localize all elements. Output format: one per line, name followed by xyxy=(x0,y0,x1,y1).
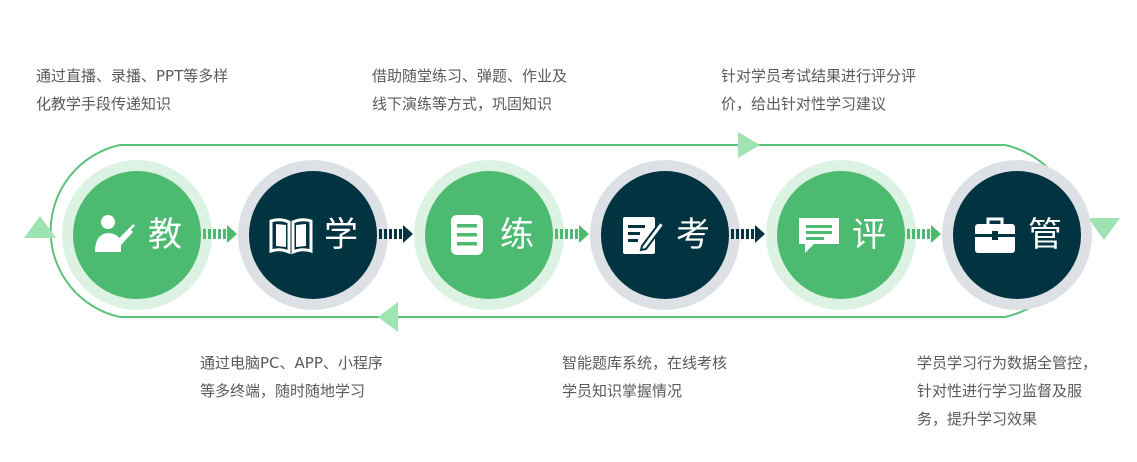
stage-label: 学 xyxy=(324,215,358,255)
note-line: 价，给出针对性学习建议 xyxy=(721,95,887,113)
note-line: 通过电脑PC、APP、小程序 xyxy=(200,354,383,372)
connector-arrow xyxy=(379,225,413,243)
comment-bubble-icon xyxy=(796,212,842,258)
note-line: 学员知识掌握情况 xyxy=(562,382,683,400)
stage-manage: 管 xyxy=(942,160,1092,310)
document-lines-icon xyxy=(444,212,490,258)
stage-learn: 学 xyxy=(238,160,388,310)
note-line: 等多终端，随时随地学习 xyxy=(200,382,366,400)
stage-teach: 教 xyxy=(62,160,212,310)
note-line: 务，提升学习效果 xyxy=(917,410,1038,428)
note-line: 针对性进行学习监督及服 xyxy=(917,382,1083,400)
connector-arrow xyxy=(907,225,941,243)
note-line: 线下演练等方式，巩固知识 xyxy=(372,95,553,113)
note-line: 智能题库系统，在线考核 xyxy=(562,354,728,372)
stage-evaluate: 评 xyxy=(766,160,916,310)
exam-pencil-icon xyxy=(620,212,666,258)
stage-label: 考 xyxy=(676,215,710,255)
note-line: 化教学手段传递知识 xyxy=(36,95,172,113)
note-teach: 通过直播、录播、PPT等多样 化教学手段传递知识 xyxy=(36,62,228,118)
note-learn: 通过电脑PC、APP、小程序 等多终端，随时随地学习 xyxy=(200,349,383,405)
loop-arrow-right-down xyxy=(1088,218,1120,240)
note-line: 通过直播、录播、PPT等多样 xyxy=(36,67,229,85)
note-practice: 借助随堂练习、弹题、作业及 线下演练等方式，巩固知识 xyxy=(372,62,567,118)
loop-arrow-bottom-left xyxy=(378,302,398,332)
loop-arrow-left-up xyxy=(24,216,56,238)
teacher-pointer-icon xyxy=(92,212,138,258)
connector-arrow xyxy=(203,225,237,243)
note-exam: 智能题库系统，在线考核 学员知识掌握情况 xyxy=(562,349,727,405)
stage-label: 练 xyxy=(500,215,534,255)
stage-label: 管 xyxy=(1028,215,1062,255)
note-evaluate: 针对学员考试结果进行评分评 价，给出针对性学习建议 xyxy=(721,62,916,118)
stage-exam: 考 xyxy=(590,160,740,310)
note-line: 针对学员考试结果进行评分评 xyxy=(721,67,917,85)
connector-arrow xyxy=(731,225,765,243)
note-line: 借助随堂练习、弹题、作业及 xyxy=(372,67,568,85)
stage-practice: 练 xyxy=(414,160,564,310)
note-line: 学员学习行为数据全管控， xyxy=(917,354,1098,372)
open-book-icon xyxy=(268,212,314,258)
stage-label: 教 xyxy=(148,215,182,255)
briefcase-icon xyxy=(972,212,1018,258)
loop-arrow-top-right xyxy=(738,132,760,158)
note-manage: 学员学习行为数据全管控， 针对性进行学习监督及服 务，提升学习效果 xyxy=(917,349,1097,433)
connector-arrow xyxy=(555,225,589,243)
stage-label: 评 xyxy=(852,215,886,255)
